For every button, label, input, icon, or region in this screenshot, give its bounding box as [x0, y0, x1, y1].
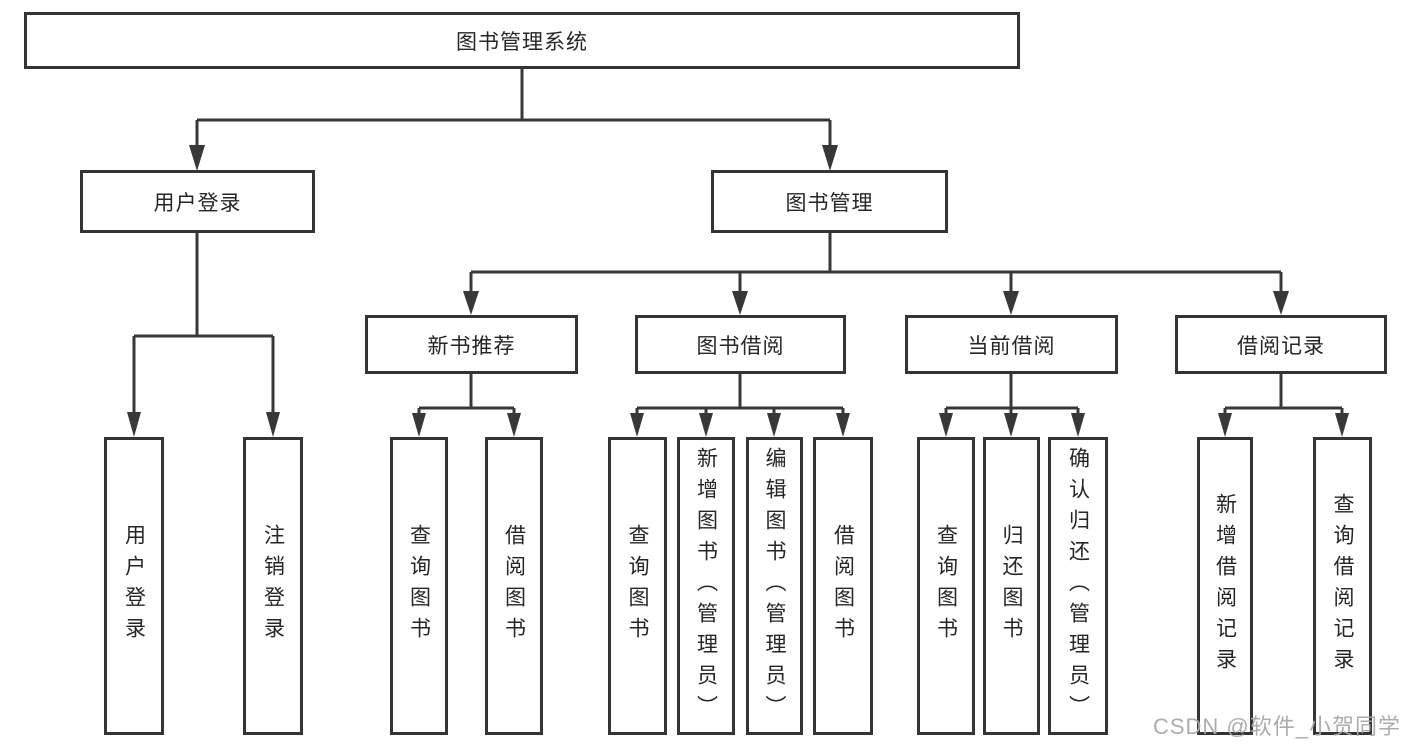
arrow-down-icon — [939, 413, 953, 437]
node-book-management: 图书管理 — [711, 170, 948, 233]
node-current-borrow: 当前借阅 — [905, 315, 1118, 374]
connector-root-to-level2 — [189, 68, 838, 171]
arrow-down-icon — [189, 145, 205, 171]
arrow-down-icon — [1004, 413, 1018, 437]
node-book-borrow-label: 图书借阅 — [696, 334, 785, 358]
leaf-return-books-label: 归还图书 — [1000, 524, 1023, 648]
connector-newbook-children — [412, 374, 521, 437]
arrow-down-icon — [1218, 413, 1232, 437]
leaf-add-borrow-record-label: 新增借阅记录 — [1213, 493, 1237, 679]
leaf-query-borrow-record: 查询借阅记录 — [1313, 437, 1372, 735]
leaf-logout-label: 注销登录 — [261, 524, 285, 648]
node-user-login: 用户登录 — [80, 170, 315, 233]
arrow-down-icon — [463, 291, 479, 315]
arrow-down-icon — [822, 145, 838, 171]
arrow-down-icon — [836, 413, 850, 437]
arrow-down-icon — [1273, 291, 1289, 315]
node-root-label: 图书管理系统 — [456, 30, 588, 54]
csdn-watermark: CSDN @软件_小贺同学 — [1152, 714, 1401, 739]
leaf-edit-books-admin-label: 编辑图书（管理员） — [763, 446, 786, 726]
arrow-down-icon — [767, 413, 781, 437]
leaf-query-books-2-label: 查询图书 — [626, 524, 649, 648]
arrow-down-icon — [507, 413, 521, 437]
arrow-down-icon — [1335, 413, 1349, 437]
leaf-user-login-label: 用户登录 — [122, 524, 146, 648]
arrow-down-icon — [1003, 291, 1019, 315]
node-current-borrow-label: 当前借阅 — [967, 334, 1056, 358]
leaf-add-books-admin: 新增图书（管理员） — [677, 437, 735, 735]
arrow-down-icon — [732, 291, 748, 315]
leaf-query-books-3: 查询图书 — [917, 437, 975, 735]
leaf-query-books-2: 查询图书 — [608, 437, 667, 735]
leaf-borrow-books-1: 借阅图书 — [485, 437, 543, 735]
leaf-borrow-books-2-label: 借阅图书 — [831, 524, 855, 648]
leaf-query-books-3-label: 查询图书 — [934, 524, 958, 648]
node-book-management-label: 图书管理 — [785, 191, 874, 215]
arrow-down-icon — [412, 413, 426, 437]
node-borrow-records-label: 借阅记录 — [1237, 334, 1325, 358]
arrow-down-icon — [127, 412, 141, 437]
node-user-login-label: 用户登录 — [153, 191, 242, 215]
leaf-edit-books-admin: 编辑图书（管理员） — [746, 437, 803, 735]
leaf-user-login: 用户登录 — [104, 437, 164, 735]
node-new-book-recommend-label: 新书推荐 — [427, 334, 516, 358]
leaf-query-books-1: 查询图书 — [390, 437, 448, 735]
leaf-borrow-books-1-label: 借阅图书 — [502, 524, 526, 648]
leaf-borrow-books-2: 借阅图书 — [813, 437, 873, 735]
connector-borrow-children — [630, 374, 850, 437]
connector-bookmgmt-children — [463, 233, 1289, 315]
connector-current-children — [939, 374, 1085, 437]
arrow-down-icon — [630, 413, 644, 437]
leaf-return-books: 归还图书 — [983, 437, 1040, 735]
leaf-query-borrow-record-label: 查询借阅记录 — [1331, 493, 1354, 679]
leaf-confirm-return-admin: 确认归还（管理员） — [1048, 437, 1108, 735]
leaf-confirm-return-admin-label: 确认归还（管理员） — [1066, 446, 1090, 726]
leaf-query-books-1-label: 查询图书 — [407, 524, 431, 648]
node-borrow-records: 借阅记录 — [1175, 315, 1387, 374]
leaf-add-books-admin-label: 新增图书（管理员） — [694, 446, 718, 726]
leaf-logout: 注销登录 — [243, 437, 303, 735]
connector-userlogin-children — [127, 233, 280, 437]
arrow-down-icon — [699, 413, 713, 437]
arrow-down-icon — [1071, 413, 1085, 437]
node-root: 图书管理系统 — [24, 12, 1020, 69]
node-book-borrow: 图书借阅 — [635, 315, 846, 374]
arrow-down-icon — [266, 412, 280, 437]
node-new-book-recommend: 新书推荐 — [365, 315, 578, 374]
connector-records-children — [1218, 374, 1349, 437]
leaf-add-borrow-record: 新增借阅记录 — [1197, 437, 1253, 735]
